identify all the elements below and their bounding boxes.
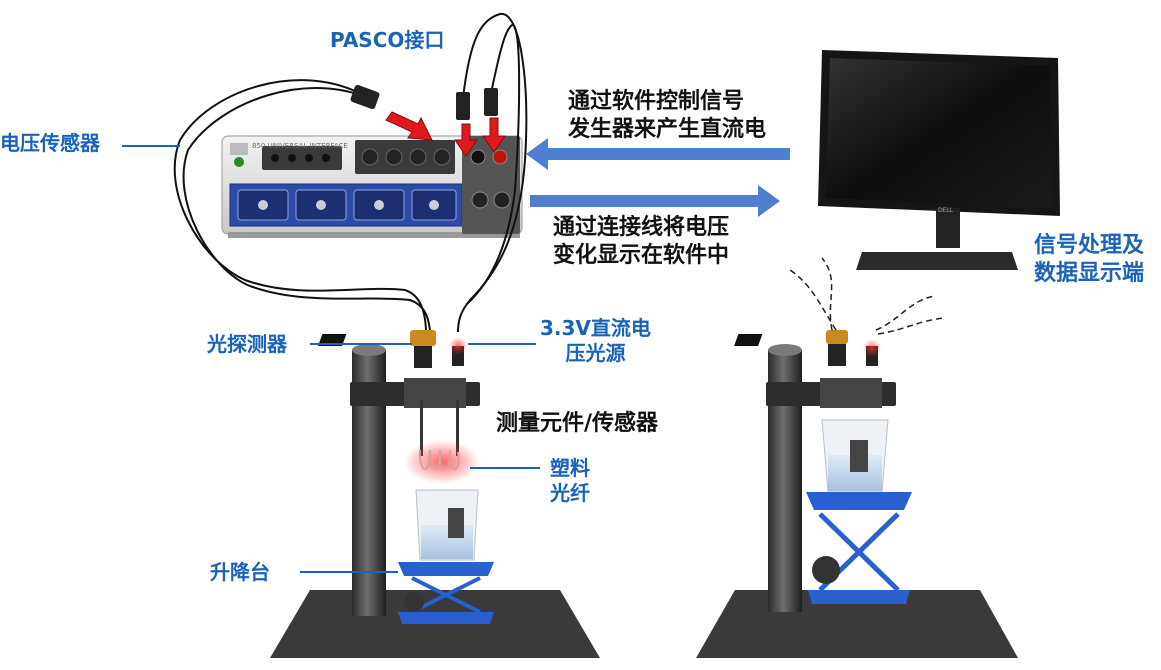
light-source-line2: 压光源 (565, 341, 626, 365)
light-source-line1: 3.3V直流电 (540, 316, 651, 340)
display-voltage-label: 通过连接线将电压 变化显示在软件中 (553, 214, 729, 269)
data-flow-arrows (526, 138, 790, 217)
software-control-line1: 通过软件控制信号 (568, 89, 745, 114)
sensor-cables (173, 12, 528, 333)
plastic-fiber-line1: 塑料 (550, 456, 590, 480)
right-stand (696, 257, 1018, 658)
monitor-logo: DELL (938, 207, 954, 214)
voltage-sensor-label: 电压传感器 (0, 131, 100, 155)
light-source-label: 3.3V直流电 压光源 (540, 316, 651, 366)
label-pointer-lines (122, 145, 540, 573)
plastic-fiber-line2: 光纤 (550, 481, 590, 505)
measuring-element-label: 测量元件/传感器 (496, 411, 659, 436)
pasco-interface-label: PASCO接口 (330, 28, 445, 52)
signal-processing-label: 信号处理及 数据显示端 (1034, 232, 1144, 287)
signal-processing-line1: 信号处理及 (1034, 233, 1145, 258)
interface-model-label: 850 UNIVERSAL INTERFACE (252, 142, 348, 150)
software-control-line2: 发生器来产生直流电 (568, 116, 767, 142)
computer-monitor: DELL (818, 50, 1060, 270)
display-voltage-line1: 通过连接线将电压 (553, 215, 730, 240)
connection-arrows (385, 111, 506, 157)
display-voltage-line2: 变化显示在软件中 (553, 242, 730, 268)
lifting-table-label: 升降台 (210, 560, 270, 584)
light-detector-label: 光探测器 (207, 332, 287, 356)
plastic-fiber-label: 塑料 光纤 (550, 456, 590, 506)
cable-plugs (350, 84, 498, 120)
signal-processing-line2: 数据显示端 (1034, 260, 1145, 286)
pasco-interface-device: 850 UNIVERSAL INTERFACE (221, 135, 523, 238)
software-control-label: 通过软件控制信号 发生器来产生直流电 (568, 88, 766, 143)
